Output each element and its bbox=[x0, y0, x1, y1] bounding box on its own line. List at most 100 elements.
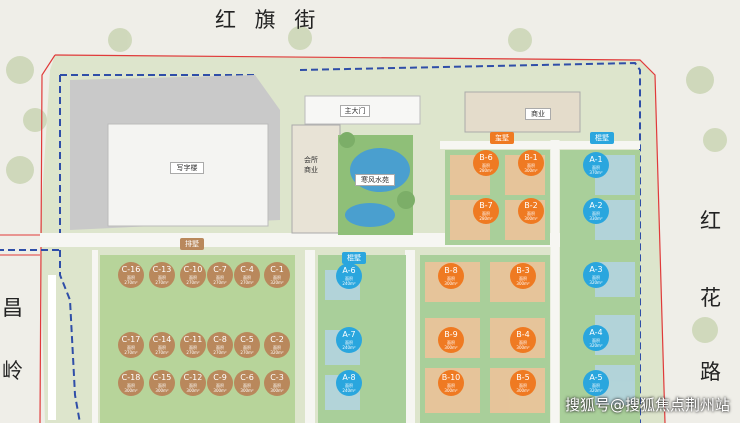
unit-area-label: 面积 bbox=[127, 345, 135, 350]
unit-area: 300m² bbox=[270, 388, 284, 393]
unit-code: C-4 bbox=[240, 265, 254, 274]
unit-code: C-8 bbox=[213, 335, 227, 344]
unit-code: C-16 bbox=[121, 265, 141, 274]
unit-code: C-17 bbox=[121, 335, 141, 344]
street-name-top: 红 旗 街 bbox=[215, 8, 322, 32]
street-name-right-2: 花 bbox=[700, 286, 721, 310]
unit-area-label: 面积 bbox=[592, 383, 600, 388]
unit-area: 300m² bbox=[444, 281, 458, 286]
unit-area: 300m² bbox=[213, 388, 227, 393]
unit-area-label: 面积 bbox=[273, 345, 281, 350]
unit-code: A-3 bbox=[589, 265, 603, 274]
unit-area: 270m² bbox=[240, 280, 254, 285]
unit-code: C-2 bbox=[270, 335, 284, 344]
unit-code: B-9 bbox=[444, 330, 458, 339]
unit-area-label: 面积 bbox=[243, 345, 251, 350]
unit-area-label: 面积 bbox=[273, 383, 281, 388]
street-name-left-2: 岭 bbox=[2, 359, 23, 383]
unit-area: 270m² bbox=[213, 350, 227, 355]
unit-area: 320m² bbox=[270, 350, 284, 355]
unit-area-label: 面积 bbox=[216, 275, 224, 280]
unit-area: 270m² bbox=[124, 350, 138, 355]
unit-area: 300m² bbox=[524, 168, 538, 173]
unit-area: 300m² bbox=[124, 388, 138, 393]
zone-badge-c: 排墅 bbox=[180, 238, 204, 250]
unit-area-label: 面积 bbox=[482, 211, 490, 216]
street-name-right-1: 红 bbox=[700, 209, 721, 233]
unit-area: 270m² bbox=[240, 350, 254, 355]
unit-code: C-14 bbox=[152, 335, 172, 344]
unit-area-label: 面积 bbox=[527, 211, 535, 216]
unit-area: 270m² bbox=[213, 280, 227, 285]
unit-code: A-6 bbox=[342, 266, 356, 275]
unit-area: 320m² bbox=[270, 280, 284, 285]
clubhouse-name: 会所 bbox=[304, 156, 318, 164]
unit-code: B-3 bbox=[516, 266, 530, 275]
unit-code: B-5 bbox=[516, 373, 530, 382]
unit-area: 320m² bbox=[589, 388, 603, 393]
unit-area: 270m² bbox=[155, 350, 169, 355]
unit-area-label: 面积 bbox=[592, 165, 600, 170]
unit-area-label: 面积 bbox=[447, 276, 455, 281]
unit-code: C-5 bbox=[240, 335, 254, 344]
unit-area: 270m² bbox=[186, 280, 200, 285]
unit-area-label: 面积 bbox=[158, 383, 166, 388]
commerce-label: 商业 bbox=[525, 108, 551, 120]
unit-code: C-6 bbox=[240, 373, 254, 382]
unit-area: 270m² bbox=[124, 280, 138, 285]
unit-area-label: 面积 bbox=[592, 275, 600, 280]
unit-code: B-7 bbox=[479, 201, 493, 210]
unit-area-label: 面积 bbox=[519, 340, 527, 345]
unit-code: C-12 bbox=[183, 373, 203, 382]
unit-area: 240m² bbox=[342, 388, 356, 393]
unit-code: A-2 bbox=[589, 201, 603, 210]
unit-area-label: 面积 bbox=[216, 383, 224, 388]
unit-area: 330m² bbox=[589, 216, 603, 221]
unit-area-label: 面积 bbox=[345, 276, 353, 281]
unit-area-label: 面积 bbox=[592, 338, 600, 343]
unit-code: B-6 bbox=[479, 153, 493, 162]
unit-area-label: 面积 bbox=[519, 383, 527, 388]
unit-area: 240m² bbox=[342, 281, 356, 286]
unit-area-label: 面积 bbox=[243, 275, 251, 280]
office-building-label: 写字楼 bbox=[170, 162, 204, 174]
unit-code: C-11 bbox=[183, 335, 203, 344]
street-name-left-1: 昌 bbox=[2, 296, 23, 320]
watermark: 搜狐号@搜狐焦点荆州站 bbox=[564, 396, 730, 414]
unit-area: 240m² bbox=[342, 345, 356, 350]
unit-code: B-8 bbox=[444, 266, 458, 275]
unit-area-label: 面积 bbox=[127, 275, 135, 280]
unit-area-label: 面积 bbox=[273, 275, 281, 280]
unit-area-label: 面积 bbox=[127, 383, 135, 388]
unit-area-label: 面积 bbox=[158, 275, 166, 280]
unit-area: 370m² bbox=[589, 170, 603, 175]
clubhouse-commerce: 商业 bbox=[304, 166, 318, 174]
street-name-right-3: 路 bbox=[700, 360, 721, 384]
unit-area: 280m² bbox=[479, 216, 493, 221]
unit-area-label: 面积 bbox=[447, 383, 455, 388]
unit-area: 320m² bbox=[589, 343, 603, 348]
unit-area-label: 面积 bbox=[447, 340, 455, 345]
main-gate-label: 主大门 bbox=[340, 105, 370, 117]
